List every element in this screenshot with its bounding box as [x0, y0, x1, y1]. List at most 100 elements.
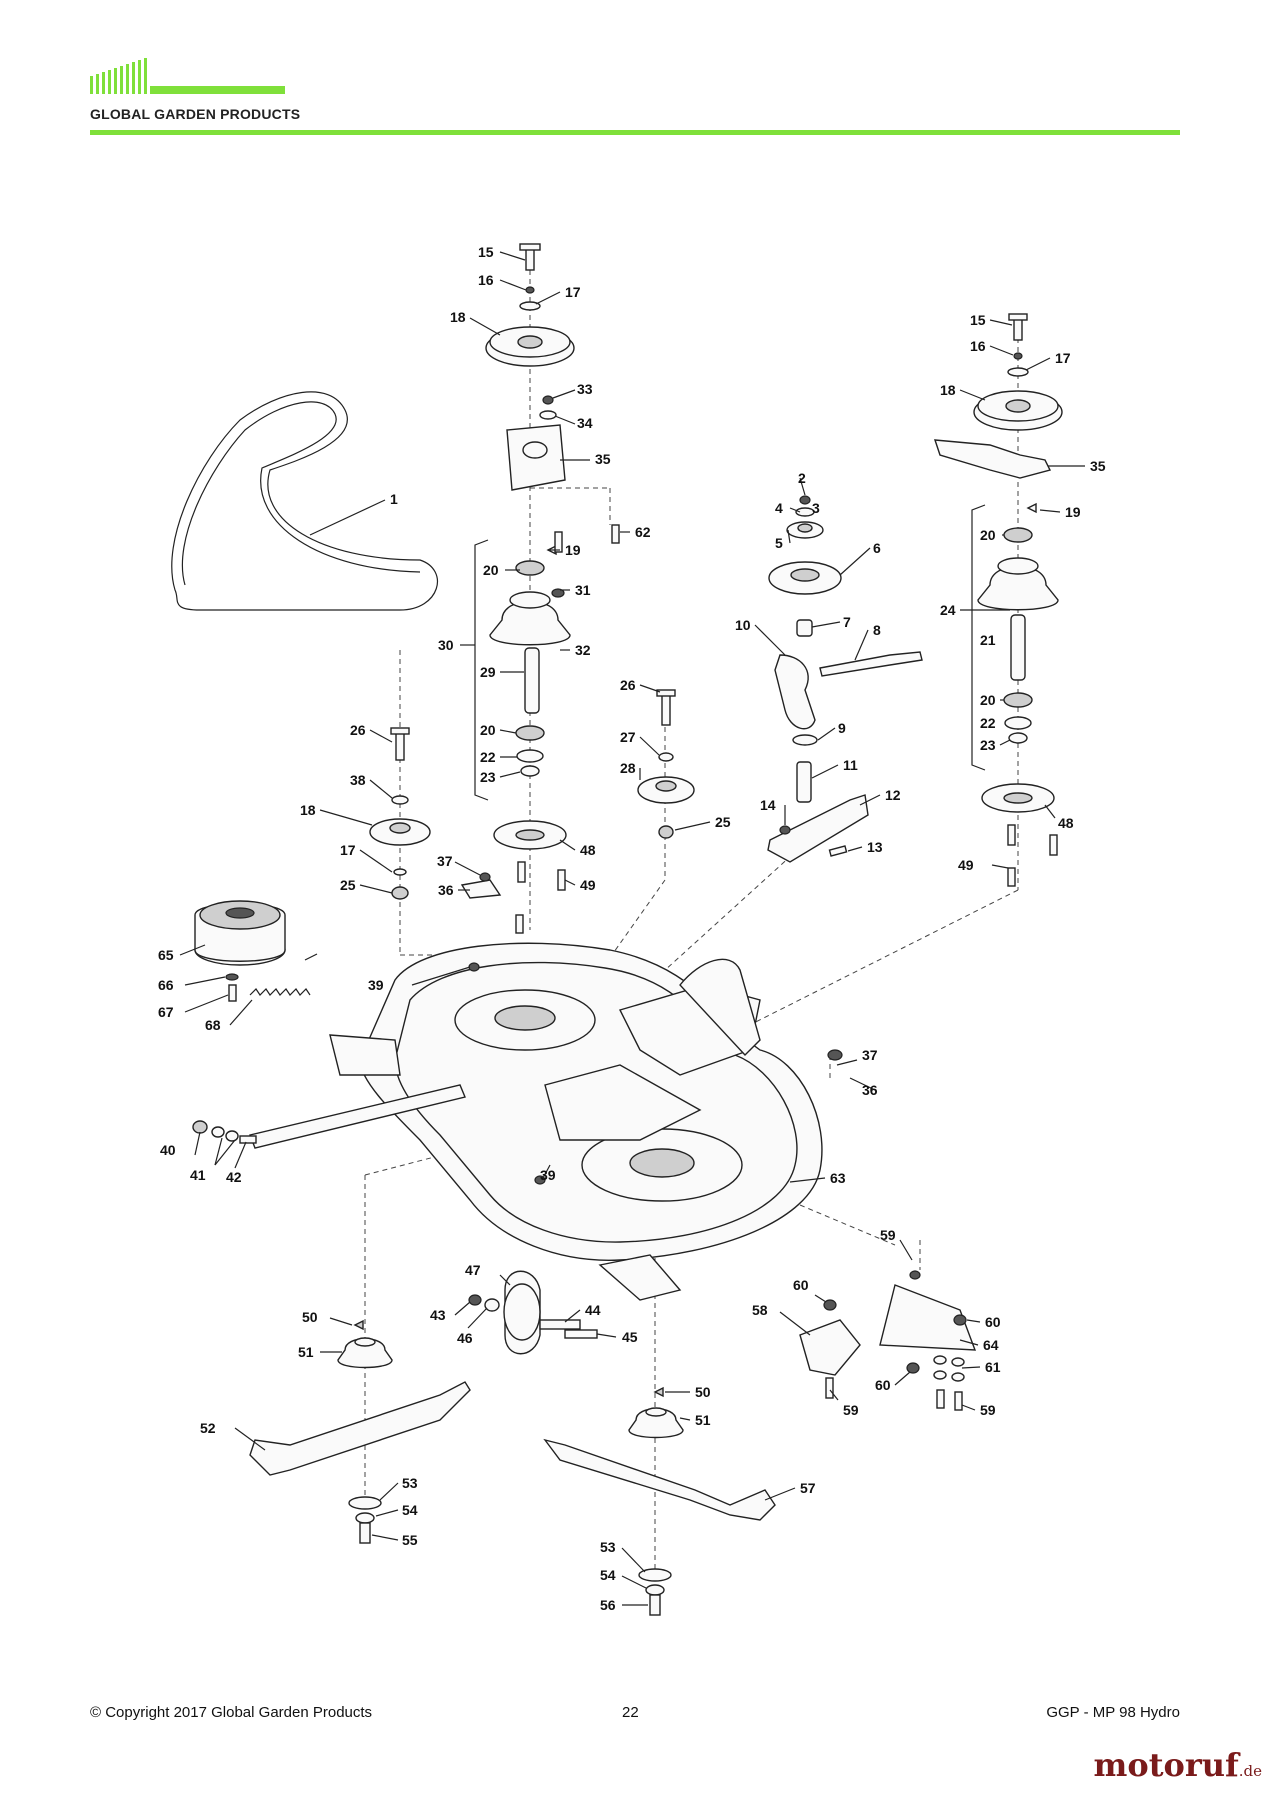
callout: 34 — [577, 415, 593, 431]
callout: 38 — [350, 772, 366, 788]
callout: 25 — [715, 814, 731, 830]
callout: 26 — [350, 722, 366, 738]
callout: 19 — [565, 542, 581, 558]
callout: 49 — [580, 877, 596, 893]
callout-leaders — [179, 251, 1085, 1606]
callout: 19 — [1065, 504, 1081, 520]
callout: 36 — [438, 882, 454, 898]
callout: 60 — [793, 1277, 809, 1293]
callout: 60 — [985, 1314, 1001, 1330]
callout: 28 — [620, 760, 636, 776]
callout: 26 — [620, 677, 636, 693]
callout: 13 — [867, 839, 883, 855]
callout: 20 — [980, 527, 996, 543]
callout: 1 — [390, 491, 398, 507]
callout: 23 — [980, 737, 996, 753]
callout: 16 — [970, 338, 986, 354]
brand-name: GLOBAL GARDEN PRODUCTS — [90, 106, 301, 122]
page-number: 22 — [622, 1704, 639, 1721]
callout: 15 — [970, 312, 986, 328]
callout: 2 — [798, 470, 806, 486]
callout: 59 — [980, 1402, 996, 1418]
callout: 11 — [843, 757, 858, 773]
header-divider — [90, 130, 1180, 135]
model-name: GGP - MP 98 Hydro — [1046, 1704, 1180, 1721]
callout: 42 — [226, 1169, 242, 1185]
callout: 9 — [838, 720, 846, 736]
callout: 51 — [695, 1412, 711, 1428]
callout: 52 — [200, 1420, 216, 1436]
callout: 48 — [580, 842, 596, 858]
callout: 17 — [1055, 350, 1071, 366]
lift-rod-assembly — [192, 1084, 466, 1149]
callout: 31 — [575, 582, 591, 598]
callout: 44 — [585, 1302, 601, 1318]
callout: 64 — [983, 1337, 999, 1353]
callout: 39 — [368, 977, 384, 993]
watermark-logo: motoruf.de — [1094, 1746, 1262, 1784]
callout: 32 — [575, 642, 591, 658]
callout: 21 — [980, 632, 996, 648]
callout: 18 — [300, 802, 316, 818]
drive-belt-icon — [171, 391, 438, 611]
callout: 47 — [465, 1262, 481, 1278]
callout: 59 — [880, 1227, 896, 1243]
callout-labels: 15 16 17 18 33 34 35 62 19 20 31 30 32 2… — [158, 244, 1106, 1613]
callout: 24 — [940, 602, 956, 618]
callout: 58 — [752, 1302, 768, 1318]
callout: 4 — [775, 500, 783, 516]
callout: 45 — [622, 1329, 638, 1345]
copyright-notice: © Copyright 2017 Global Garden Products — [90, 1704, 373, 1721]
tensioner-assembly — [767, 495, 923, 863]
callout: 23 — [480, 769, 496, 785]
callout: 60 — [875, 1377, 891, 1393]
callout: 63 — [830, 1170, 846, 1186]
mid-idler-assembly — [637, 689, 695, 839]
callout: 40 — [160, 1142, 176, 1158]
callout: 33 — [577, 381, 593, 397]
blade-assembly — [249, 1319, 776, 1616]
callout: 20 — [483, 562, 499, 578]
clutch-assembly — [194, 900, 318, 1002]
callout: 14 — [760, 797, 776, 813]
callout: 35 — [595, 451, 611, 467]
callout: 15 — [478, 244, 494, 260]
callout: 30 — [438, 637, 454, 653]
callout: 12 — [885, 787, 901, 803]
callout: 17 — [340, 842, 356, 858]
callout: 17 — [565, 284, 581, 300]
callout: 3 — [812, 500, 820, 516]
callout: 62 — [635, 524, 651, 540]
callout: 27 — [620, 729, 636, 745]
callout: 68 — [205, 1017, 221, 1033]
callout: 20 — [980, 692, 996, 708]
callout: 18 — [940, 382, 956, 398]
callout: 37 — [862, 1047, 878, 1063]
callout: 50 — [302, 1309, 318, 1325]
callout: 22 — [480, 749, 496, 765]
callout: 18 — [450, 309, 466, 325]
callout: 59 — [843, 1402, 859, 1418]
callout: 49 — [958, 857, 974, 873]
callout: 8 — [873, 622, 881, 638]
callout: 35 — [1090, 458, 1106, 474]
callout: 48 — [1058, 815, 1074, 831]
callout: 16 — [478, 272, 494, 288]
watermark-tld: .de — [1238, 1762, 1262, 1780]
callout: 37 — [437, 853, 453, 869]
callout: 22 — [980, 715, 996, 731]
callout: 5 — [775, 535, 783, 551]
callout: 20 — [480, 722, 496, 738]
callout: 57 — [800, 1480, 816, 1496]
right-spindle-assembly — [933, 313, 1063, 887]
callout: 50 — [695, 1384, 711, 1400]
callout: 43 — [430, 1307, 446, 1323]
page-header: GLOBAL GARDEN PRODUCTS — [90, 48, 1180, 138]
callout: 66 — [158, 977, 174, 993]
callout: 51 — [298, 1344, 314, 1360]
callout: 25 — [340, 877, 356, 893]
callout: 53 — [600, 1539, 616, 1555]
callout: 53 — [402, 1475, 418, 1491]
deck-bracket-assembly — [799, 1270, 977, 1411]
